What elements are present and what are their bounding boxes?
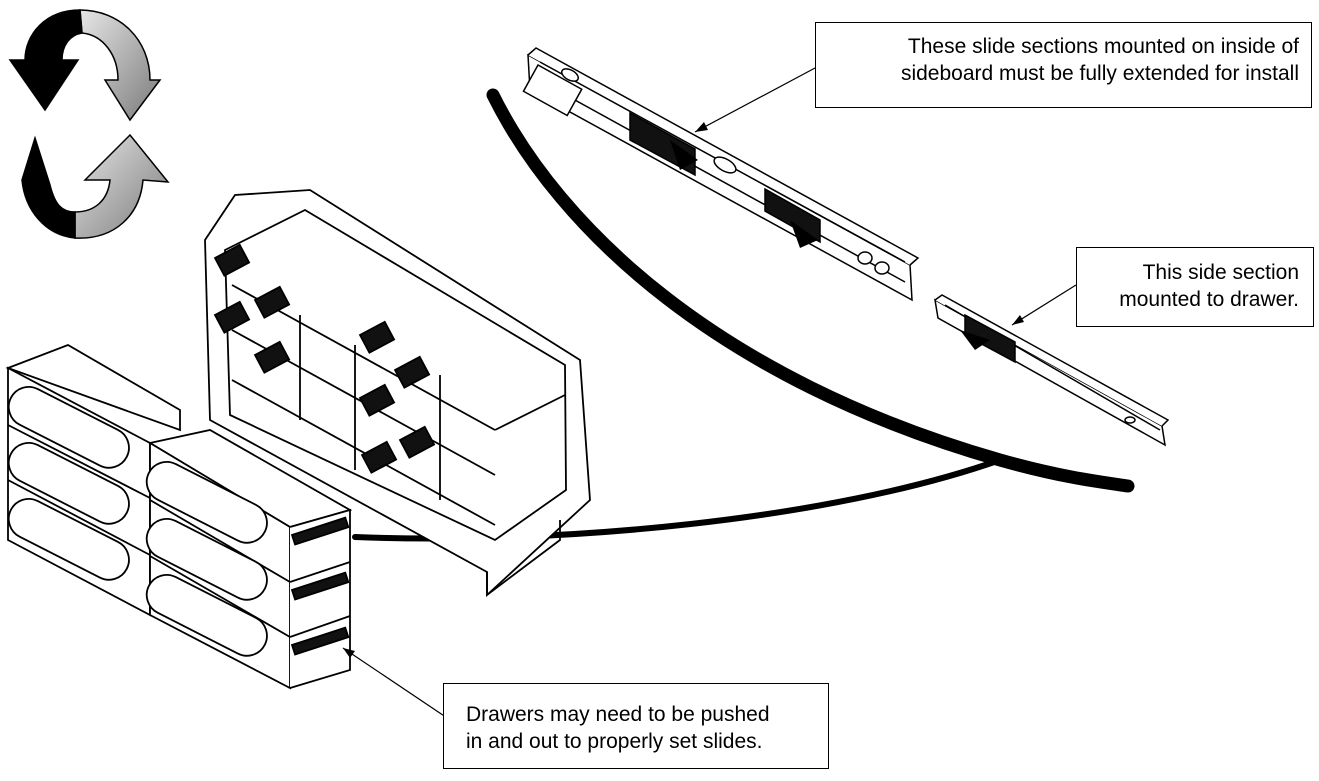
callout-drawer-slide: This side section mounted to drawer.: [1076, 247, 1314, 327]
callout-drawers: Drawers may need to be pushed in and out…: [443, 683, 829, 769]
leader-line: [1011, 284, 1077, 326]
callout-text-line: Drawers may need to be pushed: [466, 703, 770, 726]
arrow-icon: [790, 220, 818, 248]
callout-text-line: mounted to drawer.: [1119, 288, 1299, 311]
rotate-arrows-icon: [21, 133, 170, 239]
callout-text-line: sideboard must be fully extended for ins…: [900, 62, 1299, 85]
arrow-icon: [670, 140, 698, 170]
callout-text-line: This side section: [1142, 261, 1299, 284]
arrow-icon: [960, 330, 990, 350]
callout-text-line: in and out to properly set slides.: [466, 730, 763, 753]
drawer-slide: [934, 294, 1170, 447]
leader-line: [694, 67, 816, 133]
indicator-curve: [486, 88, 1135, 493]
drawer-stack-left: [5, 344, 181, 617]
leader-arrowhead: [695, 122, 708, 132]
rotate-arrows-icon: [8, 9, 162, 122]
sideboard-cabinet: [204, 189, 591, 598]
callout-text-line: These slide sections mounted on inside o…: [907, 35, 1299, 58]
callout-sideboard-slides: These slide sections mounted on inside o…: [815, 22, 1312, 108]
leader-arrowhead: [343, 648, 355, 658]
drawer-stack-right: [145, 429, 353, 690]
leader-arrowhead: [1012, 315, 1024, 325]
